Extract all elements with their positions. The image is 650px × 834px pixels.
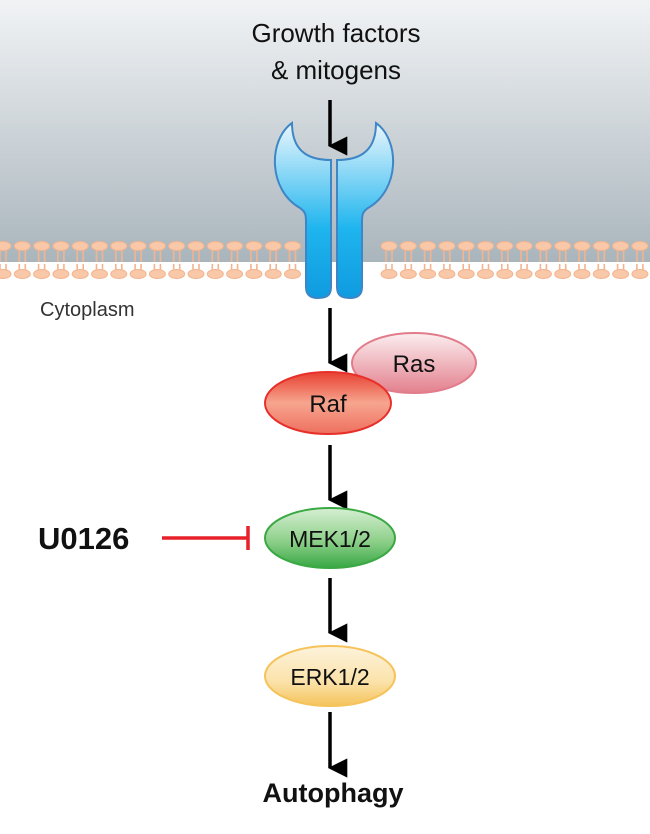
- node-erk: ERK1/2: [264, 645, 396, 707]
- mek-label: MEK1/2: [289, 526, 371, 552]
- lipid: [419, 241, 437, 279]
- lipid: [631, 241, 649, 279]
- lipid: [515, 241, 533, 279]
- lipid: [612, 241, 630, 279]
- lipid: [129, 241, 147, 279]
- lipid: [438, 241, 456, 279]
- lipid: [245, 241, 263, 279]
- lipid: [496, 241, 514, 279]
- node-ras: Ras: [351, 332, 477, 394]
- lipid: [13, 241, 31, 279]
- lipid: [0, 241, 12, 279]
- ligand-label-line2: & mitogens: [271, 55, 401, 85]
- erk-label: ERK1/2: [290, 664, 369, 690]
- ligand-label-line1: Growth factors: [251, 18, 420, 48]
- lipid: [399, 241, 417, 279]
- raf-label: Raf: [309, 391, 347, 418]
- inhibition-edge: [162, 526, 250, 550]
- lipid: [71, 241, 89, 279]
- lipid: [91, 241, 108, 279]
- inhibitor-label: U0126: [38, 521, 129, 556]
- lipid: [284, 241, 301, 279]
- lipid: [534, 241, 552, 279]
- lipid: [457, 241, 475, 279]
- cytoplasm-label: Cytoplasm: [40, 299, 134, 321]
- lipid: [592, 241, 610, 279]
- lipid: [226, 241, 244, 279]
- outcome-label: Autophagy: [263, 778, 404, 808]
- lipid: [52, 241, 70, 279]
- lipid: [380, 241, 398, 279]
- lipid: [110, 241, 128, 279]
- lipid: [264, 241, 282, 279]
- lipid: [477, 241, 494, 279]
- cell-membrane: [0, 241, 649, 279]
- lipid: [33, 241, 51, 279]
- node-mek: MEK1/2: [264, 507, 396, 569]
- receptor: [273, 121, 395, 300]
- lipid: [187, 241, 205, 279]
- lipid: [148, 241, 166, 279]
- lipid: [573, 241, 591, 279]
- ras-label: Ras: [393, 351, 436, 378]
- lipid: [206, 241, 224, 279]
- node-raf: Raf: [264, 371, 392, 435]
- lipid: [168, 241, 186, 279]
- lipid: [554, 241, 572, 279]
